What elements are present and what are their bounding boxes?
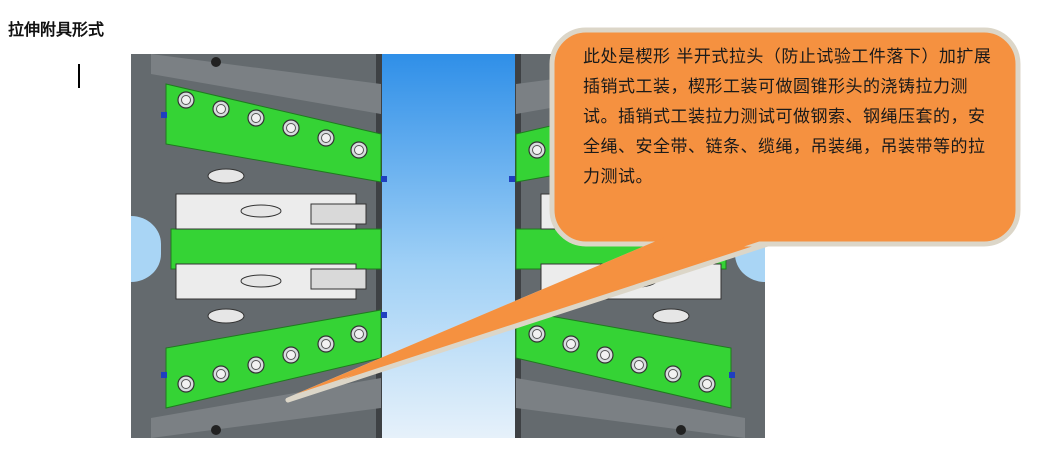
text-cursor	[78, 64, 80, 88]
center-gap	[381, 54, 516, 438]
page-heading: 拉伸附具形式	[8, 20, 105, 39]
callout-text: 此处是楔形 半开式拉头（防止试验工件落下）加扩展 插销式工装，楔形工装可做圆锥形…	[583, 47, 992, 187]
